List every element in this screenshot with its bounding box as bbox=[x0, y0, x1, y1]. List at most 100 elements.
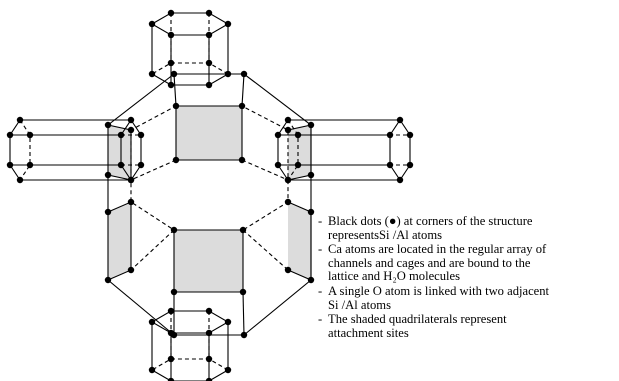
atom-dot bbox=[117, 161, 125, 169]
legend-text: attachment sites bbox=[328, 325, 409, 340]
legend-text: Black dots (●) at corners of the structu… bbox=[328, 214, 533, 228]
atom-dot bbox=[240, 331, 248, 339]
atom-dot bbox=[167, 81, 175, 89]
legend-text: lattice and H₂O molecules bbox=[328, 269, 461, 284]
atom-dot bbox=[167, 9, 175, 17]
atom-dot bbox=[205, 355, 213, 363]
cage-link-hidden bbox=[130, 229, 175, 271]
prism-top-ring bbox=[150, 310, 230, 334]
prism-end-ring-back bbox=[19, 119, 31, 181]
atom-dot bbox=[172, 102, 180, 110]
atom-dot bbox=[205, 59, 213, 67]
atom-dot bbox=[205, 9, 213, 17]
atom-dot bbox=[6, 131, 14, 139]
atom-dot bbox=[386, 131, 394, 139]
attachment-site-shade bbox=[288, 125, 311, 180]
atom-dot bbox=[284, 198, 292, 206]
legend-text: A single O atom is linked with two adjac… bbox=[328, 283, 550, 298]
legend-item-atoms: - Black dots (●) at corners of the struc… bbox=[318, 214, 616, 242]
atom-dot bbox=[307, 276, 315, 284]
legend-item-shaded: - The shaded quadrilaterals represent at… bbox=[318, 312, 616, 340]
atom-dot bbox=[148, 318, 156, 326]
lower-right-quad bbox=[287, 201, 312, 281]
atom-dot bbox=[205, 31, 213, 39]
prism-bottom-ring-back bbox=[151, 358, 229, 371]
atom-dot bbox=[284, 116, 292, 124]
atom-dot bbox=[104, 171, 112, 179]
atom-dot bbox=[170, 226, 178, 234]
legend-text: representsSi /Al atoms bbox=[328, 227, 443, 242]
legend-text: Si /Al atoms bbox=[328, 297, 391, 312]
atom-dot bbox=[104, 276, 112, 284]
atom-dot bbox=[167, 59, 175, 67]
lower-left-quad bbox=[107, 201, 132, 281]
atom-dot bbox=[127, 126, 135, 134]
atom-dot bbox=[16, 116, 24, 124]
prism-end-ring-front bbox=[9, 119, 21, 181]
legend: - Black dots (●) at corners of the struc… bbox=[318, 214, 616, 341]
atom-dot bbox=[307, 171, 315, 179]
atom-dot bbox=[167, 307, 175, 315]
bullet-dash: - bbox=[318, 283, 323, 298]
atom-dot bbox=[170, 70, 178, 78]
cage-link bbox=[241, 73, 245, 107]
atom-dot bbox=[148, 70, 156, 78]
atom-dot bbox=[307, 208, 315, 216]
attachment-site-shade bbox=[288, 202, 311, 280]
attachment-site-shade bbox=[174, 230, 243, 292]
atom-dot bbox=[224, 318, 232, 326]
atom-dot bbox=[167, 31, 175, 39]
atom-dot bbox=[239, 226, 247, 234]
atom-dot bbox=[205, 307, 213, 315]
prism-top-ring bbox=[150, 12, 230, 36]
atom-dot bbox=[224, 366, 232, 374]
legend-item-ca-atoms: - Ca atoms are located in the regular ar… bbox=[318, 242, 616, 284]
cage-link bbox=[173, 73, 177, 107]
left-quad bbox=[107, 124, 132, 181]
atom-dot bbox=[294, 131, 302, 139]
prism-end-ring bbox=[389, 119, 411, 181]
atom-dot bbox=[294, 161, 302, 169]
atom-dot bbox=[172, 156, 180, 164]
bullet-dash: - bbox=[318, 312, 323, 327]
atom-dot bbox=[284, 126, 292, 134]
si-al-atoms bbox=[6, 9, 414, 381]
atom-dot bbox=[137, 161, 145, 169]
atom-dot bbox=[224, 70, 232, 78]
atom-dot bbox=[284, 176, 292, 184]
atom-dot bbox=[6, 161, 14, 169]
attachment-site-shade bbox=[108, 202, 131, 280]
atom-dot bbox=[396, 116, 404, 124]
atom-dot bbox=[167, 355, 175, 363]
legend-text: Ca atoms are located in the regular arra… bbox=[328, 242, 547, 257]
atom-dot bbox=[205, 377, 213, 381]
atom-dot bbox=[238, 156, 246, 164]
atom-dot bbox=[284, 266, 292, 274]
atom-dot bbox=[127, 176, 135, 184]
atom-dot bbox=[307, 121, 315, 129]
atom-dot bbox=[167, 329, 175, 337]
atom-dot bbox=[148, 20, 156, 28]
prism-bottom-ring-front bbox=[151, 369, 229, 381]
prism-bottom-ring-back bbox=[151, 62, 229, 75]
atom-dot bbox=[167, 377, 175, 381]
atom-dot bbox=[16, 176, 24, 184]
atom-dot bbox=[239, 288, 247, 296]
atom-dot bbox=[205, 81, 213, 89]
atom-dot bbox=[274, 161, 282, 169]
atom-dot bbox=[104, 121, 112, 129]
bullet-dash: - bbox=[318, 214, 323, 228]
prism-bottom-ring-front bbox=[151, 73, 229, 86]
legend-text: channels and cages and are bound to the bbox=[328, 255, 531, 270]
attachment-site-shade bbox=[108, 125, 131, 180]
atom-dot bbox=[406, 161, 414, 169]
prism-end-ring-back bbox=[287, 119, 299, 181]
attachment-sites bbox=[108, 106, 311, 292]
atom-dot bbox=[224, 20, 232, 28]
attachment-site-shade bbox=[176, 106, 242, 160]
bullet-dash: - bbox=[318, 242, 323, 257]
atom-dot bbox=[127, 198, 135, 206]
atom-dot bbox=[148, 366, 156, 374]
atom-dot bbox=[117, 131, 125, 139]
atom-dot bbox=[396, 176, 404, 184]
